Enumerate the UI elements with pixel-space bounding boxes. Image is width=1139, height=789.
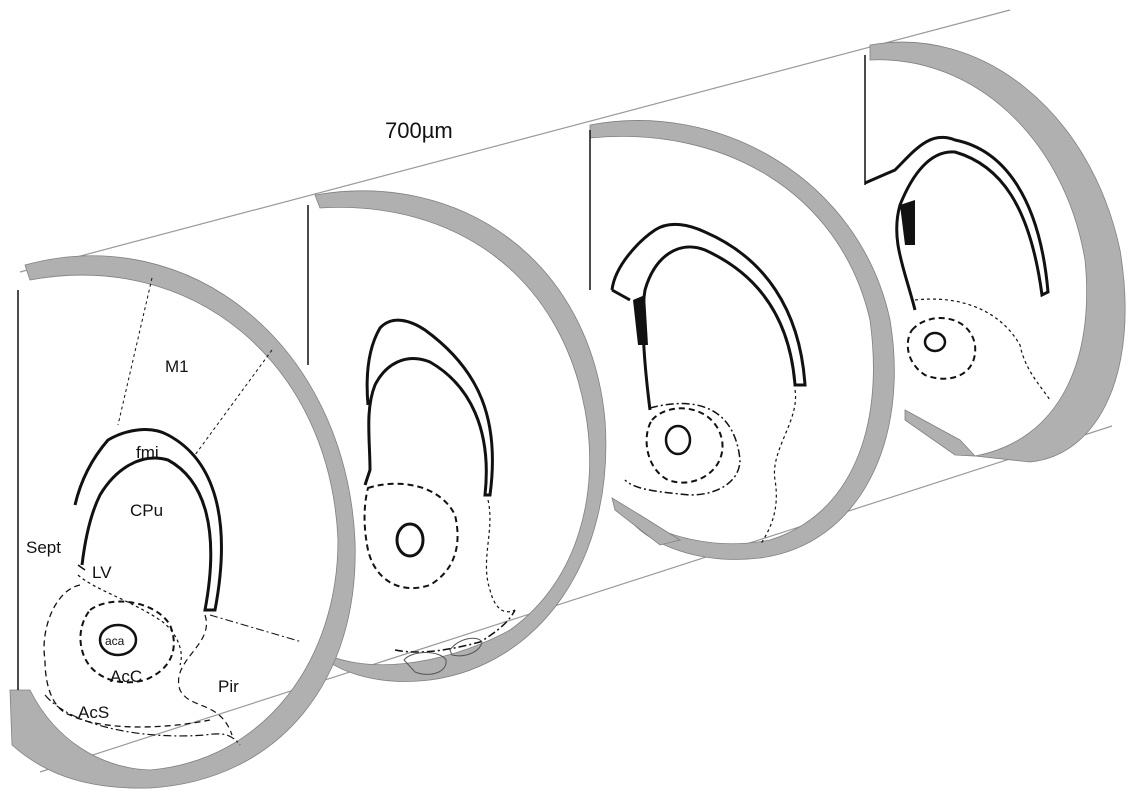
section-1-cortex-band: [10, 256, 355, 788]
section-1-m1-boundary-left: [118, 278, 152, 425]
section-2-fmi-outline: [365, 320, 492, 495]
scale-bar-label: 700µm: [385, 118, 453, 143]
section-1-dotdash-boundary: [45, 695, 240, 745]
label-acc: AcC: [110, 667, 142, 686]
section-2-cortex-band: [315, 191, 606, 682]
label-cpu: CPu: [130, 501, 163, 520]
section-4-aca: [925, 333, 945, 351]
section-1-pir-boundary: [210, 615, 302, 642]
section-1-m1-boundary-right: [195, 350, 272, 455]
section-4-ventral-band: [905, 410, 975, 456]
section-3-acc-dashed: [647, 408, 723, 482]
section-1-sept-tick: [78, 565, 85, 570]
label-sept: Sept: [26, 538, 61, 557]
section-1: M1 fmi CPu Sept LV aca AcC AcS Pir: [10, 256, 355, 788]
section-2: [308, 191, 606, 682]
label-fmi: fmi: [136, 443, 159, 462]
section-3-ventral-band: [612, 498, 680, 545]
section-2-pir-dashed: [486, 500, 515, 612]
section-4-fmi-outline: [865, 137, 1048, 310]
label-m1: M1: [165, 357, 189, 376]
label-aca: aca: [105, 634, 125, 648]
section-1-acs-dashed: [44, 585, 210, 727]
section-2-acs-dashed: [365, 484, 458, 588]
section-3: [590, 120, 894, 559]
section-3-dotdash-boundary: [625, 404, 740, 495]
section-1-pir-dashed: [179, 615, 232, 735]
section-4-acs-dashed: [915, 299, 1050, 400]
section-3-aca: [666, 426, 690, 454]
section-3-pir-dashed: [760, 390, 796, 545]
section-4-lv: [900, 200, 915, 245]
section-4: [865, 42, 1125, 462]
section-4-cortex-band: [870, 42, 1125, 462]
perspective-guides: [20, 10, 1112, 772]
section-2-aca: [397, 524, 423, 556]
section-3-lv: [633, 295, 648, 345]
label-pir: Pir: [218, 677, 239, 696]
label-acs: AcS: [78, 703, 109, 722]
label-lv: LV: [92, 563, 112, 582]
section-3-cortex-band: [590, 120, 894, 559]
